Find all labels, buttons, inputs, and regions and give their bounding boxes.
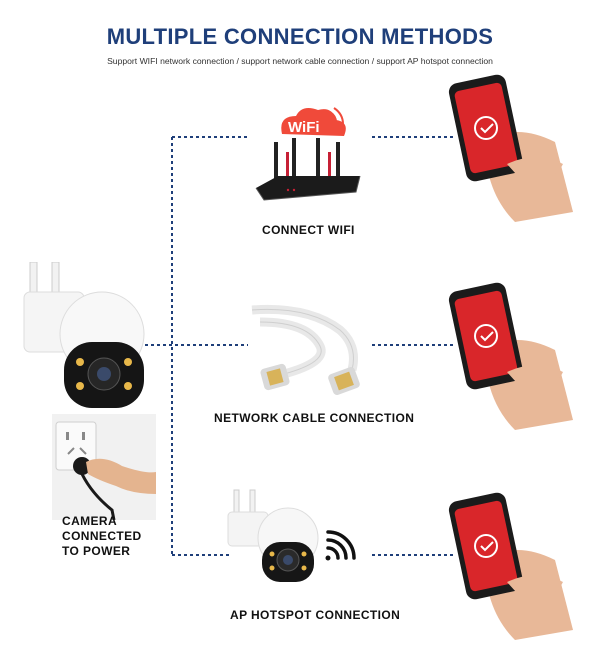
wifi-router-icon: WiFi: [255, 107, 361, 201]
page-title: MULTIPLE CONNECTION METHODS: [106, 24, 494, 49]
camera-icon: [23, 262, 145, 408]
phone-icon-ap: [448, 492, 573, 640]
phone-icon-wifi: [448, 74, 573, 222]
power-label-line-1: CAMERA: [62, 514, 118, 528]
ap-hotspot-label: AP HOTSPOT CONNECTION: [230, 608, 401, 622]
wifi-badge: WiFi: [288, 119, 320, 136]
connect-wifi-label: CONNECT WIFI: [262, 223, 355, 237]
network-cable-label: NETWORK CABLE CONNECTION: [214, 411, 415, 425]
ap-camera-icon: [227, 489, 356, 582]
page-subtitle: Support WIFI network connection / suppor…: [107, 56, 493, 66]
power-label-line-3: TO POWER: [62, 544, 131, 558]
network-cable-icon: [251, 304, 360, 395]
power-plug-icon: [52, 414, 156, 520]
camera-power-label: CAMERA CONNECTED TO POWER: [62, 514, 162, 559]
check-icon: [474, 324, 498, 348]
phone-icon-cable: [448, 282, 573, 430]
check-icon: [474, 116, 498, 140]
check-icon: [474, 534, 498, 558]
power-label-line-2: CONNECTED: [62, 529, 142, 543]
signal-icon: [325, 530, 356, 561]
